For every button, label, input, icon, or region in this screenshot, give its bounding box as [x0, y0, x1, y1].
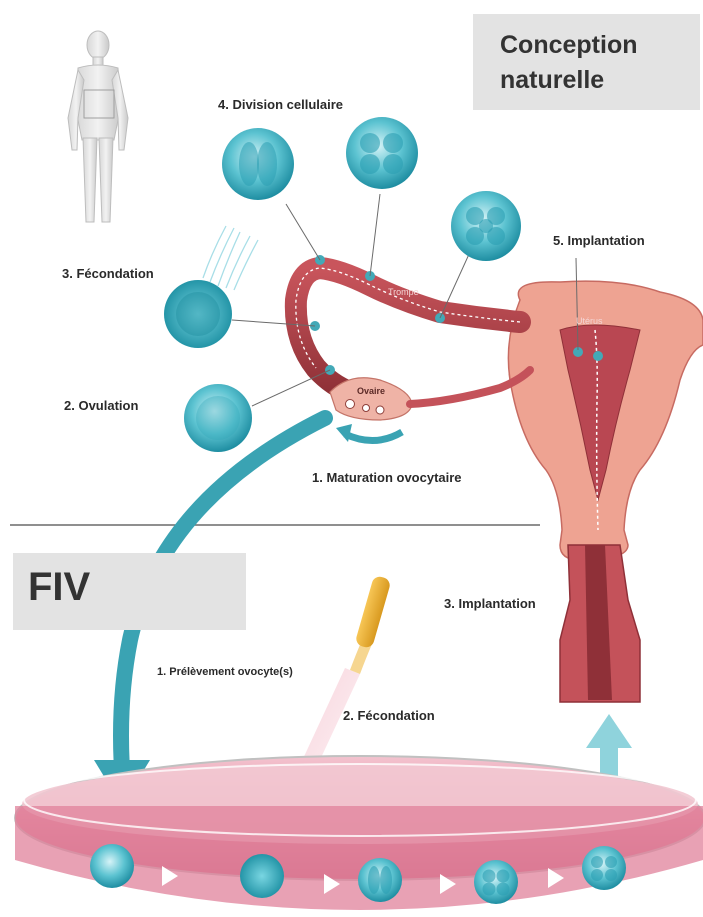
label-ovary: Ovaire: [357, 386, 385, 396]
dish-cell-fertilized: [240, 854, 284, 898]
dish-cell-morula: [582, 846, 626, 890]
sperm-icon: [203, 226, 258, 290]
dish-cell-oocyte: [90, 844, 134, 888]
label-implantation-natural: 5. Implantation: [553, 233, 645, 248]
cell-fertilized-egg: [164, 280, 232, 348]
label-implantation-ivf: 3. Implantation: [444, 596, 536, 611]
label-uterus: Utérus: [576, 316, 603, 326]
cell-four-cell-stage: [346, 117, 418, 189]
label-ovulation: 2. Ovulation: [64, 398, 138, 413]
human-figure-icon: [68, 31, 128, 222]
label-oocyte-maturation: 1. Maturation ovocytaire: [312, 470, 462, 485]
ivf-title: FIV: [28, 565, 90, 610]
cell-oocyte: [184, 384, 252, 452]
dish-cell-two-cell: [358, 858, 402, 902]
maturation-arrow-icon: [336, 424, 402, 442]
label-fertilization-ivf: 2. Fécondation: [343, 708, 435, 723]
label-cell-division: 4. Division cellulaire: [218, 97, 343, 112]
cell-two-cell-stage: [222, 128, 294, 200]
label-tube: Trompe: [388, 287, 419, 297]
label-oocyte-retrieval: 1. Prélèvement ovocyte(s): [157, 666, 293, 678]
uterus-illustration: [508, 281, 703, 702]
cell-morula-stage: [451, 191, 521, 261]
label-fertilization: 3. Fécondation: [62, 266, 154, 281]
natural-conception-title: Conception naturelle: [500, 28, 690, 98]
dish-cell-four-cell: [474, 860, 518, 904]
